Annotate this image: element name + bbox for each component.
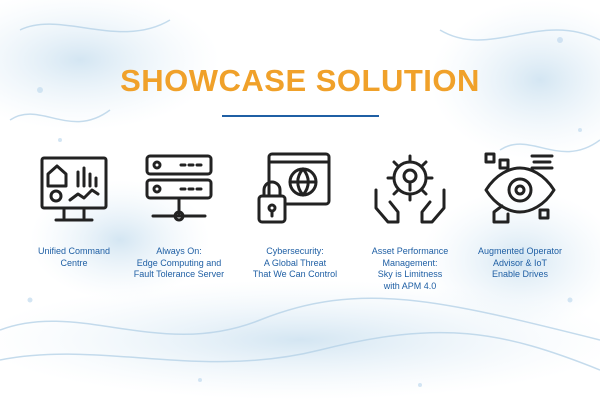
web-security-lock-icon	[257, 152, 331, 224]
solution-item-cybersecurity[interactable]: Cybersecurity: A Global Threat That We C…	[243, 150, 347, 281]
solution-label: Augmented Operator Advisor & IoT Enable …	[477, 246, 563, 279]
solution-item-asset-performance-management[interactable]: Asset Performance Management: Sky is Lim…	[358, 150, 462, 292]
server-network-icon	[145, 154, 213, 222]
solution-label: Asset Performance Management: Sky is Lim…	[371, 246, 449, 291]
eye-iot-icon	[484, 152, 556, 224]
solution-item-augmented-operator-advisor[interactable]: Augmented Operator Advisor & IoT Enable …	[468, 150, 572, 281]
dashboard-monitor-icon	[40, 156, 108, 222]
solution-label: Unified Command Centre	[37, 246, 111, 268]
page-title: SHOWCASE SOLUTION	[120, 63, 480, 98]
solution-label: Cybersecurity: A Global Threat That We C…	[252, 246, 338, 279]
hands-gear-icon	[374, 154, 446, 224]
solutions-row: Unified Command Centre Always On: Edge C…	[0, 150, 600, 310]
solution-label: Always On: Edge Computing and Fault Tole…	[133, 246, 225, 279]
title-underline	[222, 115, 379, 117]
solution-item-always-on[interactable]: Always On: Edge Computing and Fault Tole…	[127, 150, 231, 281]
solution-item-unified-command-centre[interactable]: Unified Command Centre	[22, 150, 126, 269]
